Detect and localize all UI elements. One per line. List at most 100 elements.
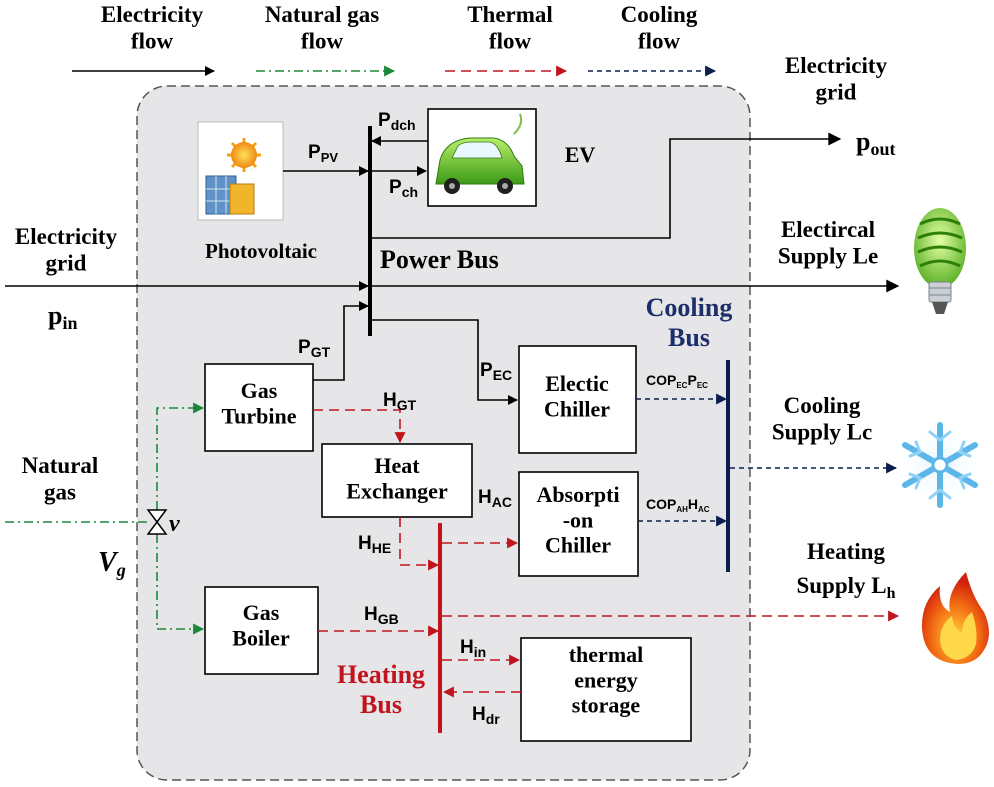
text-line: Boiler [232,625,290,650]
text-line: flow [301,28,344,53]
heating-supply-line2: Supply L [796,573,886,598]
photovoltaic-unit: Photovoltaic [197,121,317,263]
power-bus-label: Power Bus [380,245,499,274]
absorption-chiller-cop-label: COPAHHAC [646,496,710,514]
gas-valve-icon [146,509,168,535]
text-line: Bus [668,323,710,352]
text-line: flow [131,28,174,53]
text-line: Gas [241,378,278,403]
heat-exchanger-heat-label: HHE [358,533,391,556]
heating-supply-sub: h [887,585,896,602]
text-line: thermal [569,642,644,667]
absorption-chiller-box [518,471,639,577]
electric-chiller-power-label: PEC [480,360,512,383]
text-line: Turbine [221,403,296,428]
heating-supply-line1: Heating [807,539,885,564]
absorption-chiller-heat-label: HAC [478,487,512,510]
solar-panel-icon [205,138,261,215]
text-line: Natural gas [265,2,379,27]
grid-out-line [372,132,842,239]
ev-label: EV [565,142,596,167]
storage-box [520,637,692,742]
text-line: Chiller [544,396,610,421]
light-bulb-icon [914,208,966,314]
heat-exchanger-box [321,443,473,518]
text-line: Supply Le [778,243,878,268]
gas-turbine-heat-arrow [313,409,406,444]
electric-chiller-power-arrow [370,319,518,405]
text-line: Absorpti [536,482,619,507]
gas-boiler-box [204,586,319,675]
electric-car-icon [435,113,525,194]
text-line: energy [574,667,638,692]
text-line: Heating [337,660,425,689]
gas-to-boiler-line [156,534,205,635]
gas-turbine-power-arrow [313,301,369,381]
flame-icon [921,572,989,664]
grid-in-var: pin [48,301,77,333]
text-line: storage [572,693,641,718]
text-line: Bus [360,690,402,719]
text-line: Cooling [784,393,861,418]
electric-chiller-box [518,345,637,454]
heat-exchanger-heat-arrow [399,517,440,571]
photovoltaic-label: Photovoltaic [205,239,317,263]
text-line: Cooling [621,2,698,27]
text-line: flow [489,28,532,53]
text-line: Heat [374,453,420,478]
electric-chiller-cop-label: COPECPEC [646,372,708,390]
storage-charge-label: Hin [460,637,486,660]
text-line: Electic [545,371,609,396]
text-line: Gas [243,600,280,625]
text-line: Supply Lc [772,419,872,444]
text-line: grid [46,250,87,275]
text-line: flow [638,28,681,53]
gas-volume-label: Vg [98,547,126,580]
ev-charge-label: Pch [389,177,418,200]
storage-discharge-label: Hdr [472,704,500,727]
text-line: Thermal [467,2,553,27]
text-line: Electricity [101,2,204,27]
text-line: Chiller [545,533,611,558]
text-line: Cooling [646,293,733,322]
text-line: Electircal [781,217,875,242]
text-line: Electricity [785,53,888,78]
text-line: Exchanger [346,478,448,503]
gas-valve-label: ν [169,511,180,537]
text-line: gas [44,479,76,504]
gas-boiler-heat-label: HGB [364,604,399,627]
snowflake-icon [896,421,984,509]
gas-turbine-power-label: PGT [298,337,331,360]
text-line: -on [563,507,594,532]
ev-discharge-label: Pdch [378,110,416,133]
text-line: Electricity [15,224,118,249]
ev-unit: EV [427,108,596,207]
text-line: Natural [22,453,99,478]
gas-turbine-heat-label: HGT [383,390,417,413]
grid-out-var: pout [856,127,895,159]
gas-to-turbine-line [156,402,205,510]
gas-turbine-box [204,363,314,452]
pv-flow-label: PPV [308,142,338,165]
text-line: grid [816,79,857,104]
